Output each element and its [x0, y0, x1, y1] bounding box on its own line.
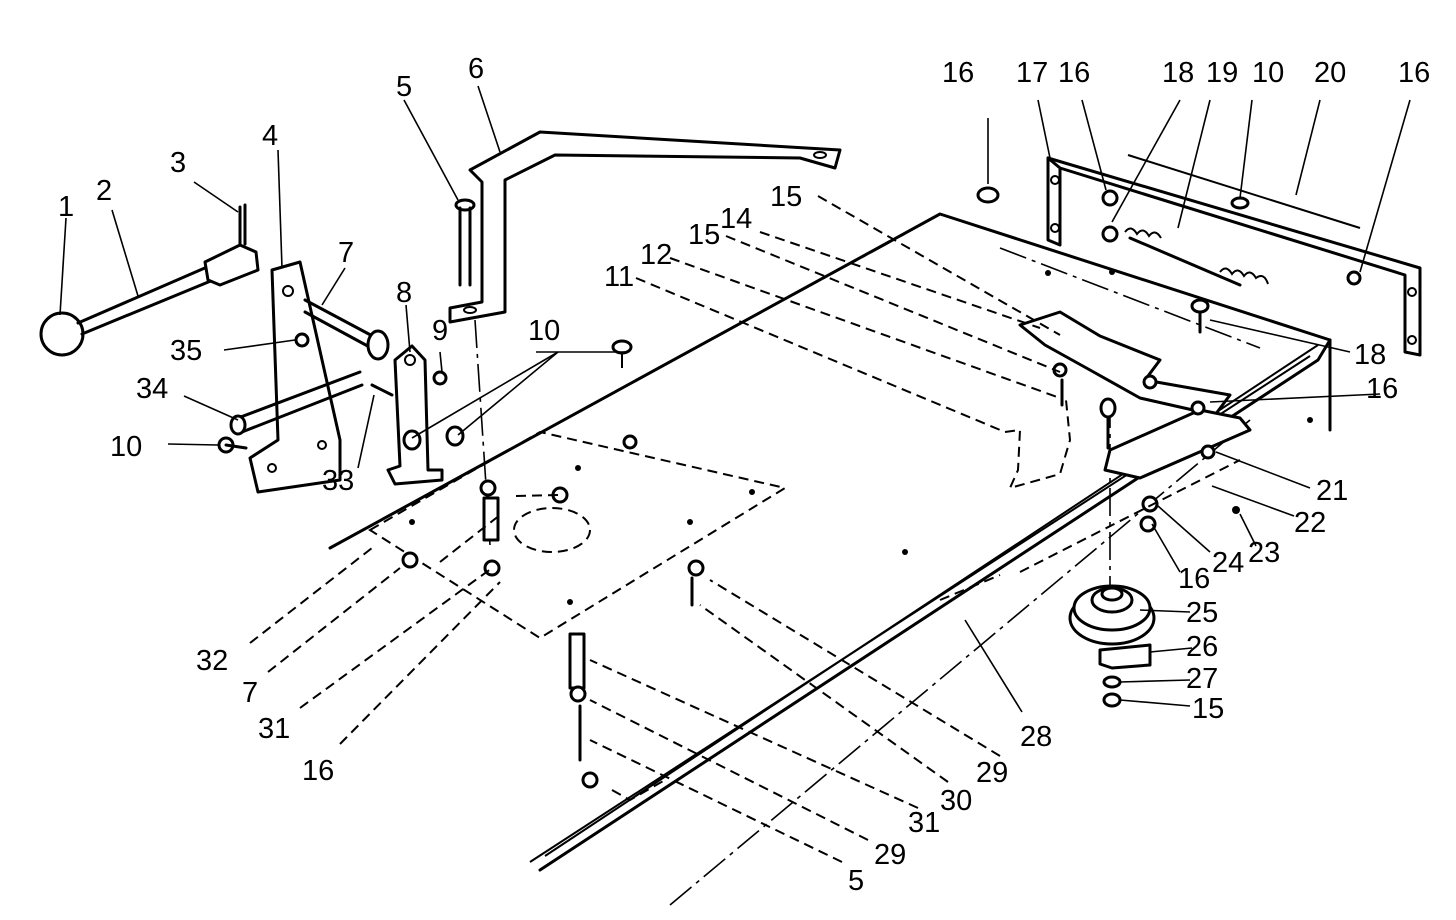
callout-8: 8 [396, 277, 412, 309]
front-hardware [401, 339, 705, 789]
callout-24: 24 [1212, 547, 1244, 579]
callout-6: 6 [468, 53, 484, 85]
callout-12: 12 [640, 239, 672, 271]
callout-26: 26 [1186, 631, 1218, 663]
callout-15-a: 15 [770, 181, 802, 213]
lever-bracket [248, 260, 342, 494]
callout-16-d: 16 [1366, 373, 1398, 405]
callout-10-top: 10 [1252, 57, 1284, 89]
callout-2: 2 [96, 175, 112, 207]
pulley [1068, 584, 1156, 708]
lever-linkage [217, 298, 390, 454]
rod-hidden [611, 399, 1241, 802]
callout-31-b: 31 [258, 713, 290, 745]
callout-16-b: 16 [1058, 57, 1090, 89]
hanger-bracket [448, 130, 842, 324]
callout-30: 30 [940, 785, 972, 817]
spring [976, 186, 1269, 334]
callout-7-bottom: 7 [242, 677, 258, 709]
callout-23: 23 [1248, 537, 1280, 569]
callout-15-b: 15 [688, 219, 720, 251]
callout-16-f: 16 [302, 755, 334, 787]
callout-11: 11 [604, 261, 634, 293]
callout-33: 33 [322, 465, 354, 497]
shift-lever [39, 203, 260, 357]
callout-17: 17 [1016, 57, 1048, 89]
callout-16-a: 16 [942, 57, 974, 89]
callout-10-left: 10 [110, 431, 142, 463]
callout-9: 9 [432, 315, 448, 347]
callout-27: 27 [1186, 663, 1218, 695]
callout-19: 19 [1206, 57, 1238, 89]
callout-5-bottom: 5 [848, 865, 864, 897]
callout-16-e: 16 [1178, 563, 1210, 595]
rear-bracket [1046, 154, 1422, 357]
callout-15-c: 15 [1192, 693, 1224, 725]
callout-labels: 1 2 3 4 5 6 7 8 9 10 35 34 10 33 16 17 1… [58, 53, 1430, 897]
callout-34: 34 [136, 373, 168, 405]
callout-28: 28 [1020, 721, 1052, 753]
callout-29-a: 29 [976, 757, 1008, 789]
bolt-upper [454, 198, 476, 287]
callout-21: 21 [1316, 475, 1348, 507]
callout-10-mid: 10 [528, 315, 560, 347]
callout-25: 25 [1186, 597, 1218, 629]
idler-arm [1018, 310, 1252, 533]
callout-5-top: 5 [396, 71, 412, 103]
callout-32: 32 [196, 645, 228, 677]
dashed-leaders [249, 195, 1061, 863]
callout-4: 4 [262, 120, 278, 152]
callout-22: 22 [1294, 507, 1326, 539]
hidden-sub-plate [368, 430, 788, 640]
callout-16-c: 16 [1398, 57, 1430, 89]
leader-lines [59, 85, 1411, 713]
callout-3: 3 [170, 147, 186, 179]
callout-7-top: 7 [338, 237, 354, 269]
pivot-bracket [370, 344, 465, 486]
callout-14: 14 [720, 203, 752, 235]
callout-20: 20 [1314, 57, 1346, 89]
callout-1: 1 [58, 191, 74, 223]
callout-31-a: 31 [908, 807, 940, 839]
callout-18-top: 18 [1162, 57, 1194, 89]
callout-18-right: 18 [1354, 339, 1386, 371]
callout-35: 35 [170, 335, 202, 367]
callout-29-b: 29 [874, 839, 906, 871]
